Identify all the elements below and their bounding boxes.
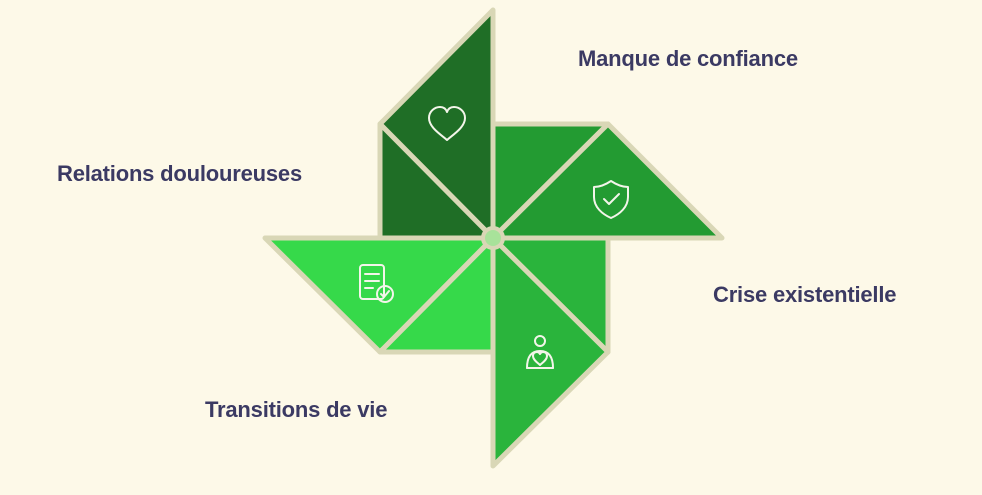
blade-top	[377, 7, 496, 241]
person-heart-icon	[526, 335, 554, 369]
center-pin	[481, 226, 505, 250]
label-relations-douloureuses: Relations douloureuses	[57, 161, 302, 186]
label-manque-de-confiance: Manque de confiance	[578, 46, 798, 71]
blade-left	[262, 235, 496, 355]
label-crise-existentielle: Crise existentielle	[713, 282, 897, 307]
blade-bottom-outer	[490, 235, 611, 469]
blade-bottom	[490, 235, 611, 469]
heart-icon	[428, 106, 466, 141]
document-check-icon	[359, 264, 394, 303]
shield-check-icon	[593, 180, 629, 219]
blade-right	[490, 121, 725, 241]
label-transitions-de-vie: Transitions de vie	[205, 397, 388, 422]
